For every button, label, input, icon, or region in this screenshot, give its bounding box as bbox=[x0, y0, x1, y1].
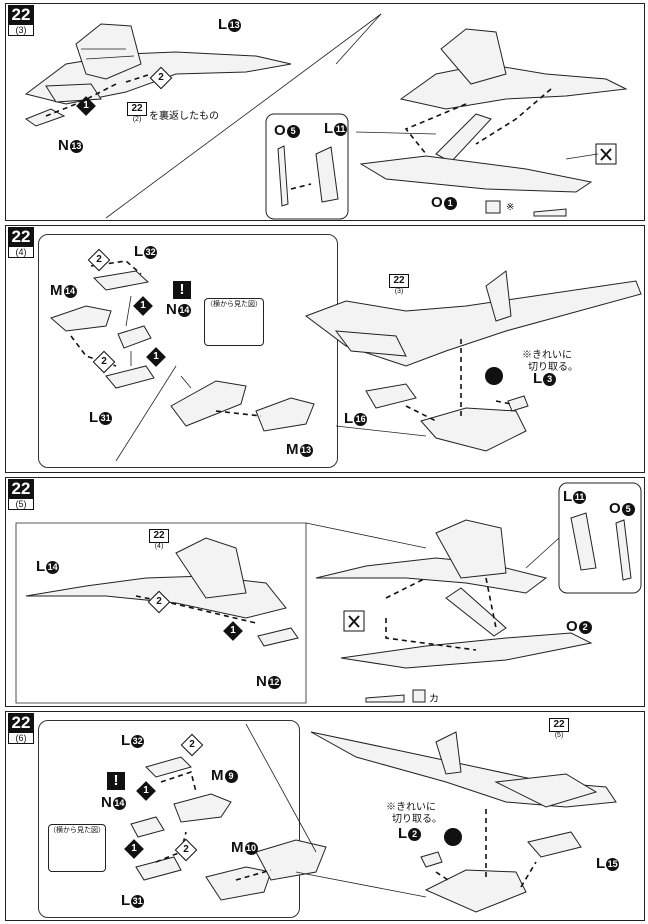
marker-text: カ bbox=[429, 694, 439, 705]
step-marker-1b: 1 bbox=[124, 839, 144, 859]
step-marker-1a: 1 bbox=[136, 781, 156, 801]
part-l11 bbox=[445, 587, 507, 637]
cut-mark-icon bbox=[485, 367, 503, 385]
part-m9 bbox=[173, 793, 232, 823]
step-badge: 22 (6) bbox=[8, 713, 34, 744]
part-n14 bbox=[117, 325, 152, 349]
part-n14 bbox=[130, 816, 165, 838]
step-marker-1: 1 bbox=[223, 621, 243, 641]
reference-badge: 22 (5) bbox=[549, 718, 569, 740]
reference-badge: 22 (2) bbox=[127, 102, 147, 124]
part-n13 bbox=[24, 108, 66, 127]
warning-icon: ! bbox=[173, 281, 191, 299]
part-l31 bbox=[105, 365, 155, 389]
part-l16 bbox=[365, 383, 417, 409]
part-l32 bbox=[145, 756, 192, 778]
clean-cut-note-1: ※きれいに bbox=[386, 802, 436, 813]
part-l31 bbox=[135, 856, 182, 881]
clean-cut-note-2: 切り取る。 bbox=[528, 362, 578, 373]
step-marker-1a: 1 bbox=[133, 296, 153, 316]
panel-drawing bbox=[50, 260, 642, 462]
reference-badge: 22 (4) bbox=[149, 529, 169, 551]
wing-assembly-main bbox=[304, 270, 642, 367]
step-marker-1b: 1 bbox=[146, 347, 166, 367]
step-badge: 22 (4) bbox=[8, 227, 34, 258]
part-m13 bbox=[255, 397, 315, 432]
step-marker-1: 1 bbox=[76, 96, 96, 116]
wing-assembly-main bbox=[310, 731, 617, 808]
cut-mark-icon bbox=[444, 828, 462, 846]
part-n12 bbox=[257, 627, 299, 647]
panel-drawing bbox=[24, 13, 628, 220]
step-badge: 22 (3) bbox=[8, 5, 34, 36]
wing-assembly-right bbox=[315, 519, 548, 594]
part-l32 bbox=[92, 270, 150, 291]
clean-cut-note-2: 切り取る。 bbox=[392, 814, 442, 825]
part-m10 bbox=[205, 866, 272, 901]
warning-icon: ! bbox=[107, 772, 125, 790]
part-l11 bbox=[435, 113, 492, 163]
side-view-box: （横から見た図） bbox=[204, 298, 264, 346]
wing-assembly-left bbox=[24, 23, 292, 105]
clean-cut-note-1: ※きれいに bbox=[522, 350, 572, 361]
nipper-icon bbox=[595, 143, 617, 165]
part-o1 bbox=[359, 155, 593, 193]
wing-assembly-right bbox=[399, 28, 628, 110]
part-m14 bbox=[50, 305, 112, 332]
divider-line bbox=[105, 13, 382, 219]
nipper-icon bbox=[343, 610, 365, 632]
part-o2 bbox=[340, 632, 593, 669]
marker-text: ※ bbox=[506, 202, 515, 213]
reference-note: を裏返したもの bbox=[149, 111, 219, 122]
step-badge: 22 (5) bbox=[8, 479, 34, 510]
part-l15 bbox=[527, 831, 582, 858]
panel-drawing bbox=[15, 482, 642, 704]
side-view-box: （横から見た図） bbox=[48, 824, 106, 872]
reference-badge: 22 (3) bbox=[389, 274, 409, 296]
sub-assembly-inset bbox=[38, 234, 338, 468]
panel-drawing bbox=[130, 723, 617, 913]
